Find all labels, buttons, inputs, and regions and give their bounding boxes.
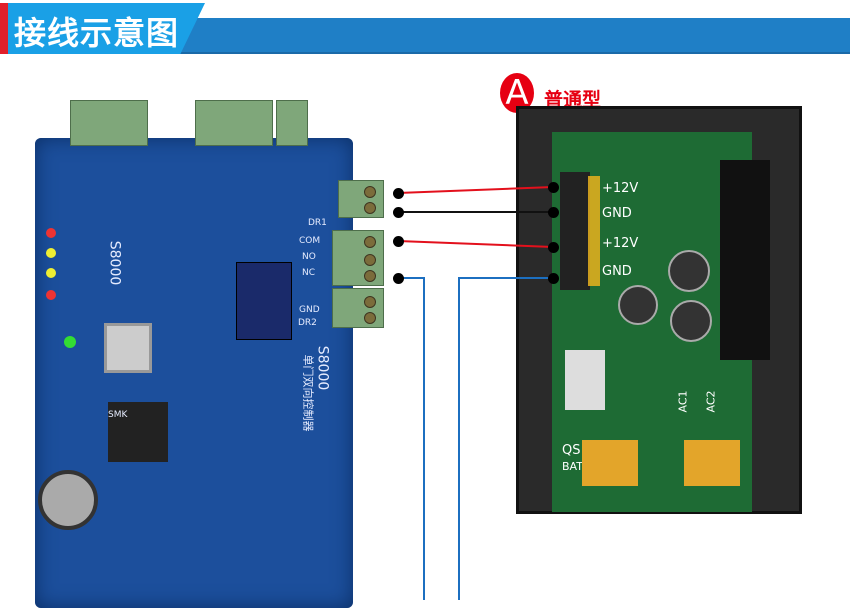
chip: SMK [108,402,168,462]
wire-endpoint-icon [548,207,559,218]
led-icon [64,336,76,348]
label-dr1: DR1 [308,218,327,228]
terminal-block [276,100,308,146]
led-icon [46,228,56,238]
psu-label-gnd: GND [602,206,632,221]
type-label: 普通型 [544,89,602,111]
capacitor [670,300,712,342]
header-tab [0,3,205,54]
capacitor [618,285,658,325]
led-icon [46,290,56,300]
terminal-block [70,100,148,146]
wire-endpoint-icon [393,207,404,218]
coin-battery [38,470,98,530]
label-nc: NC [302,268,316,278]
page-title: 接线示意图 [14,14,180,52]
wire-endpoint-icon [548,273,559,284]
label-no: NO [302,252,316,262]
label-dr2: DR2 [298,318,317,328]
psu-label-12v-2: +12V [602,236,639,251]
header-accent [0,3,8,54]
heatsink [720,160,770,360]
psu-label-12v: +12V [602,181,639,196]
terminal-cover [588,176,600,286]
wire-endpoint-icon [393,236,404,247]
screw-icon [364,236,376,248]
screw-icon [364,296,376,308]
screw-icon [364,254,376,266]
terminal-dr1 [338,180,384,218]
wire-endpoint-icon [393,273,404,284]
wire-signal-1 [398,277,425,600]
psu-label-bat: BAT [562,460,583,473]
led-icon [46,268,56,278]
wire-signal-2 [458,277,553,600]
capacitor [668,250,710,292]
label-gnd: GND [299,305,320,315]
wire-endpoint-icon [393,188,404,199]
terminal-block [195,100,273,146]
wire-positive-2 [397,240,554,248]
controller-board [35,138,353,608]
battery-terminal [582,440,638,486]
screw-icon [364,312,376,324]
relay [236,262,292,340]
psu-label-qs: QS [562,443,581,458]
screw-icon [364,202,376,214]
wire-endpoint-icon [548,182,559,193]
wire-endpoint-icon [548,242,559,253]
wire-positive-1 [397,186,554,194]
led-icon [46,248,56,258]
terminal-dr2 [332,288,384,328]
ac-terminal [684,440,740,486]
psu-terminal-strip [560,172,590,290]
label-com: COM [299,236,321,246]
screw-icon [364,270,376,282]
screw-icon [364,186,376,198]
rj45-port [104,323,152,373]
transformer [565,350,605,410]
psu-label-gnd-2: GND [602,264,632,279]
